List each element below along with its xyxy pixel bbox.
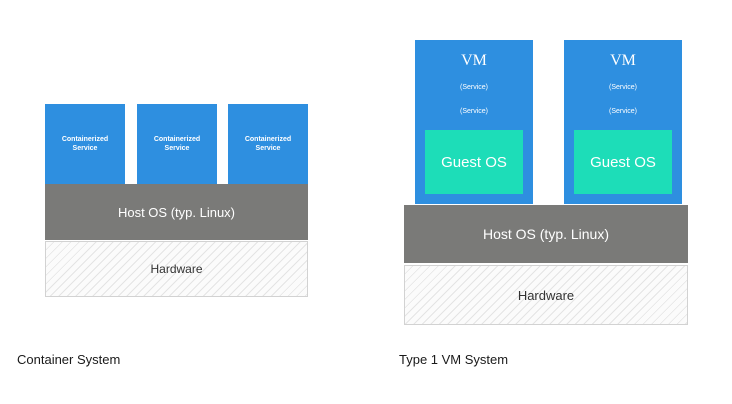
- vm-title: VM: [610, 52, 636, 69]
- vm-system-caption: Type 1 VM System: [399, 352, 509, 367]
- host-os-layer: Host OS (typ. Linux): [404, 205, 688, 263]
- vm-service-label: (Service): [608, 84, 637, 91]
- guest-os-box: Guest OS: [574, 130, 672, 194]
- guest-os-box: Guest OS: [425, 130, 523, 194]
- vm-box-2: VM (Service) (Service) Guest OS: [564, 40, 682, 204]
- containerized-service-box-1: Containerized Service: [45, 104, 125, 184]
- vm-service-label: (Service): [608, 108, 637, 115]
- hardware-layer: Hardware: [404, 265, 688, 325]
- containerized-service-box-3: Containerized Service: [228, 104, 308, 184]
- hardware-layer: Hardware: [45, 241, 308, 297]
- host-os-layer: Host OS (typ. Linux): [45, 184, 308, 240]
- vm-service-label: (Service): [459, 108, 488, 115]
- containerized-service-box-2: Containerized Service: [137, 104, 217, 184]
- container-system-caption: Container System: [17, 352, 121, 367]
- vm-title: VM: [461, 52, 487, 69]
- vm-service-label: (Service): [459, 84, 488, 91]
- vm-box-1: VM (Service) (Service) Guest OS: [415, 40, 533, 204]
